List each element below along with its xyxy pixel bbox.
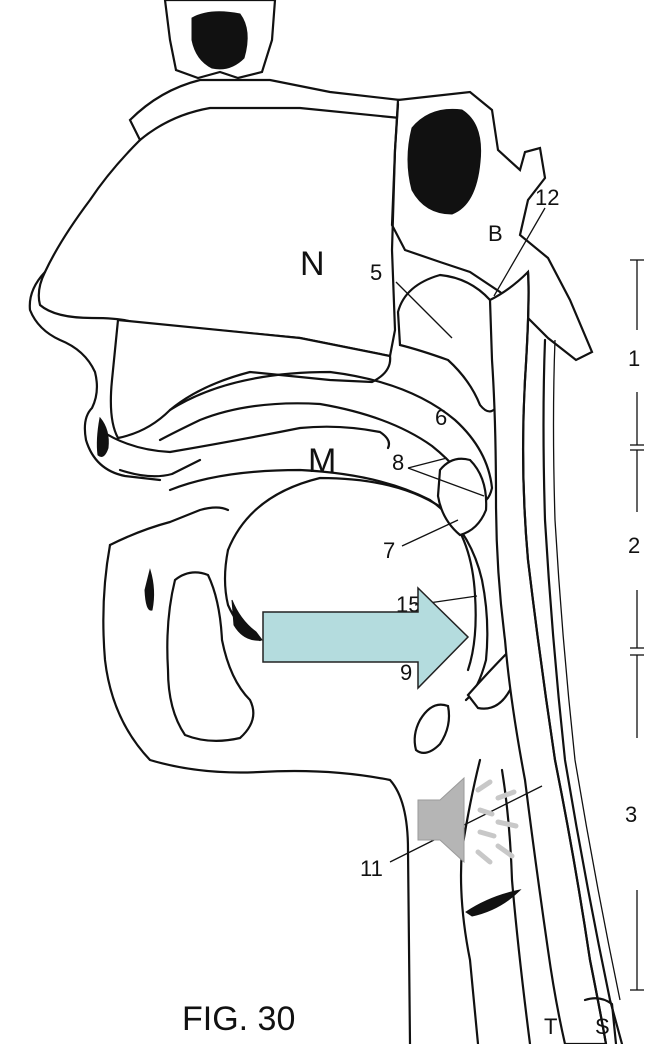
figure-caption: FIG. 30 — [182, 1000, 295, 1038]
region-3: 3 — [625, 802, 637, 827]
label-11: 11 — [360, 856, 383, 881]
adenoid — [398, 275, 501, 411]
frontal-bone — [165, 0, 275, 78]
mandible — [167, 572, 253, 740]
pharyngeal-wall — [490, 272, 606, 1044]
palatine-tonsil — [438, 459, 486, 535]
upper-lip — [100, 427, 389, 477]
hyoid-bone — [415, 705, 449, 753]
label-N: N — [300, 245, 325, 283]
highlight-arrow — [263, 588, 468, 688]
label-12: 12 — [535, 185, 559, 210]
label-7: 7 — [383, 538, 395, 563]
label-M: M — [308, 442, 336, 480]
label-8: 8 — [392, 450, 404, 475]
label-5: 5 — [370, 260, 382, 285]
label-9: 9 — [400, 660, 412, 685]
region-2: 2 — [628, 533, 640, 558]
region-1: 1 — [628, 346, 640, 371]
label-6: 6 — [435, 405, 447, 430]
lower-lip-chin — [103, 508, 410, 1045]
nasal-cavity — [39, 104, 398, 356]
label-T: T — [544, 1014, 557, 1039]
label-B: B — [488, 221, 503, 246]
label-S: S — [595, 1014, 610, 1039]
nasal-roof-bone — [130, 80, 400, 140]
